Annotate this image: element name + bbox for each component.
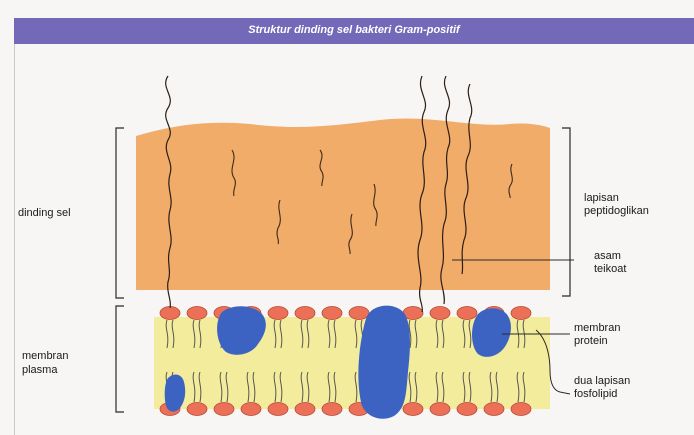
label-membran: membran [22,350,68,363]
label-fosfolipid: fosfolipid [574,388,617,401]
phospholipid-head [511,403,531,416]
bracket-lapisan [562,128,570,296]
phospholipid-head [268,403,288,416]
label-asam: asam [594,250,621,263]
phospholipid-head [430,403,450,416]
phospholipid-head [187,403,207,416]
label-dua-lapisan: dua lapisan [574,375,630,388]
label-teikoat: teikoat [594,263,626,276]
bracket-membran-plasma [116,306,124,412]
phospholipid-head [322,307,342,320]
peptidoglycan-layer [136,118,550,290]
phospholipid-head [430,307,450,320]
phospholipid-head [295,307,315,320]
phospholipid-head [214,403,234,416]
phospholipid-head [295,403,315,416]
label-membran-protein-2: protein [574,335,608,348]
bracket-dinding-sel [116,128,124,298]
phospholipid-head [511,307,531,320]
phospholipid-head [484,403,504,416]
phospholipid-head [187,307,207,320]
phospholipid-head [241,403,261,416]
protein-2 [358,306,410,419]
label-peptidoglikan: peptidoglikan [584,205,649,218]
phospholipid-head [349,307,369,320]
phospholipid-head [268,307,288,320]
phospholipid-head [457,403,477,416]
phospholipid-head [160,307,180,320]
label-dinding-sel: dinding sel [18,207,71,220]
label-membran-protein-1: membran [574,322,620,335]
label-lapisan: lapisan [584,192,619,205]
phospholipid-head [457,307,477,320]
phospholipid-head [322,403,342,416]
phospholipid-head [403,403,423,416]
label-plasma: plasma [22,364,57,377]
